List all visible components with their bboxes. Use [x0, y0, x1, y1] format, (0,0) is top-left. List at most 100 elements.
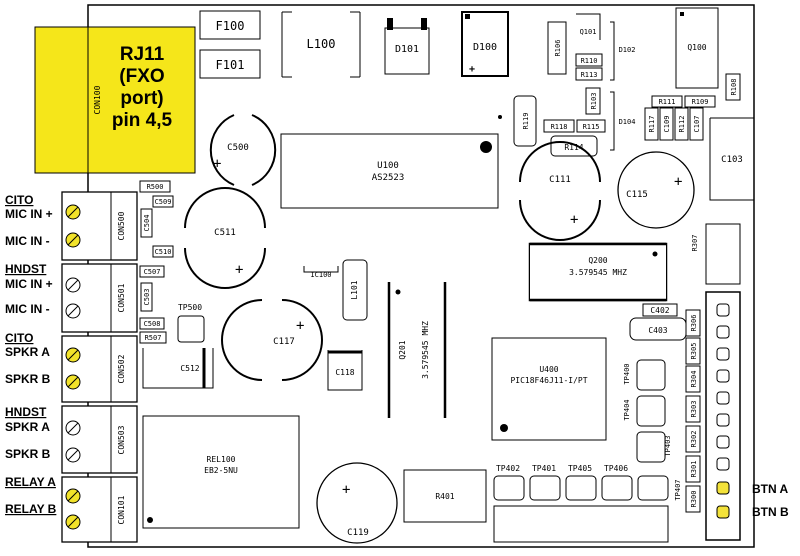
terminal-white: [65, 277, 81, 293]
tp400-box: [636, 359, 666, 391]
r307-label: R307: [691, 235, 699, 252]
terminal-yellow: [65, 347, 81, 363]
rel100-box: [142, 415, 300, 529]
c402-label: C402: [650, 306, 669, 315]
tp400-label: TP400: [623, 363, 631, 384]
tp405-box: [565, 475, 597, 501]
q200-label: Q200: [588, 256, 607, 265]
led-btn-a: [716, 481, 730, 495]
r303-box: [685, 395, 701, 423]
c118-label: C118: [335, 368, 354, 377]
c103-label: C103: [721, 155, 743, 165]
c115-label: C115: [626, 190, 648, 200]
led-pad: [716, 369, 730, 383]
led-pad: [716, 413, 730, 427]
svg-text:+: +: [570, 212, 578, 228]
tp404-box: [636, 395, 666, 427]
rj11-highlight: [34, 26, 196, 174]
r300-label: R300: [690, 491, 698, 508]
r110-box: [575, 53, 603, 67]
tp406-box: [601, 475, 633, 501]
tp401-label: TP401: [532, 464, 556, 473]
c107-box: [689, 107, 704, 141]
r103-label: R103: [590, 93, 598, 110]
f101-label: F101: [216, 58, 245, 72]
c119-cap: [316, 462, 398, 544]
screw-terminals: [65, 204, 81, 530]
c508-box: [139, 317, 165, 330]
terminal-white: [65, 303, 81, 319]
middle-upper-components: C500 + U100 AS2523 C111 + C115 + R500 C5…: [139, 114, 741, 302]
bottom-components: REL100 EB2-5NU + C119 R401 TP402 TP401 T…: [142, 415, 682, 544]
r304-label: R304: [690, 371, 698, 388]
r109-label: R109: [692, 98, 709, 106]
c503-box: [140, 282, 153, 312]
top-components: F100 F101 L100 D101 D100 + R106 Q101 D10…: [199, 7, 754, 201]
c503-label: C503: [143, 289, 151, 306]
label-hndst-mic-in-minus: MIC IN -: [5, 302, 50, 316]
r114-label: R114: [564, 143, 583, 152]
c509-box: [152, 195, 174, 208]
middle-lower-components: C507 C503 C508 R507 TP500 C512 C117 + IC…: [139, 259, 687, 463]
r113-label: R113: [581, 71, 598, 79]
tp405-label: TP405: [568, 464, 592, 473]
u400-part: PIC18F46J11-I/PT: [510, 376, 587, 385]
tp401-box: [529, 475, 561, 501]
rel100-label: REL100: [207, 455, 236, 464]
r304-box: [685, 365, 701, 393]
svg-text:+: +: [213, 156, 221, 172]
tp407-label: TP407: [674, 479, 682, 500]
btn-a-label: BTN A: [752, 482, 789, 496]
q200-freq: 3.579545 MHZ: [569, 268, 627, 277]
c119-label: C119: [347, 528, 369, 538]
terminal-white: [65, 447, 81, 463]
u400-label: U400: [539, 365, 558, 374]
r401-label: R401: [435, 492, 454, 501]
label-spkr-b: SPKR B: [5, 372, 51, 386]
r106-box: [547, 21, 567, 75]
label-hndst-spkr-a: SPKR A: [5, 420, 50, 434]
con502-block: [61, 335, 138, 403]
l100-outline: [281, 11, 361, 78]
left-labels: CITO MIC IN + MIC IN - HNDST MIC IN + MI…: [5, 193, 57, 516]
btn-b-label: BTN B: [752, 505, 789, 519]
r302-label: R302: [690, 431, 698, 448]
con501-label: CON501: [117, 283, 126, 312]
terminal-yellow: [65, 204, 81, 220]
f100-label: F100: [216, 19, 245, 33]
tp407-box: [637, 475, 669, 501]
c504-box: [140, 208, 153, 238]
c402-box: [642, 303, 678, 317]
r117-label: R117: [648, 116, 656, 133]
q100-box: [675, 7, 719, 89]
label-hndst-mic: HNDST: [5, 262, 47, 276]
ic100-label: IC100: [310, 271, 331, 279]
label-hndst-mic-in-plus: MIC IN +: [5, 277, 53, 291]
u100-part: AS2523: [372, 173, 405, 183]
con500-block: [61, 191, 138, 261]
r305-label: R305: [690, 343, 698, 360]
q101-label: Q101: [580, 28, 597, 36]
con502-label: CON502: [117, 354, 126, 383]
q201-outline: [387, 282, 447, 418]
d101-box: [384, 27, 430, 75]
u400-box: [491, 337, 607, 441]
con503-block: [61, 405, 138, 474]
l101-label: L101: [350, 280, 359, 299]
u100-label: U100: [377, 161, 399, 171]
r507-label: R507: [145, 334, 162, 342]
c509-label: C509: [155, 198, 172, 206]
r111-label: R111: [659, 98, 676, 106]
terminal-yellow: [65, 232, 81, 248]
tp402-box: [493, 475, 525, 501]
connector-blocks: CON500 CON501 CON502 CON503 CON101: [61, 191, 138, 543]
d100-box: [461, 11, 509, 77]
r119-label: R119: [522, 113, 530, 130]
r305-box: [685, 337, 701, 365]
r307-outline: [705, 223, 741, 285]
led-btn-b: [716, 505, 730, 519]
rj11-line-4: pin 4,5: [112, 110, 173, 131]
con501-block: [61, 263, 138, 333]
led-pad: [716, 347, 730, 361]
